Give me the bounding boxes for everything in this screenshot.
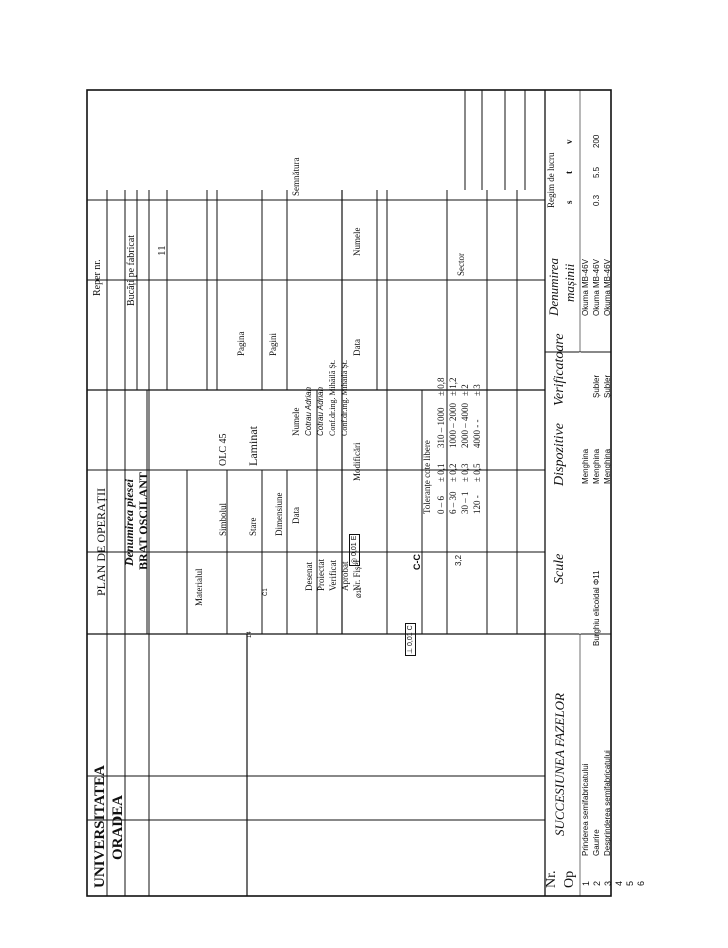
- state-value: Laminat: [246, 426, 260, 466]
- pages-label: Pagini: [268, 332, 278, 356]
- tol-t2-2: ± 1,2: [448, 377, 458, 396]
- op-1-nr: 1: [581, 880, 591, 886]
- tol-r1-1: 0 – 6: [436, 496, 446, 514]
- op-2-machine: Okuma MB-46V: [592, 259, 601, 316]
- op-header-nr: Nr.: [544, 870, 559, 889]
- operation-plan-sheet: UNIVERSITATEA ORADEA PLAN DE OPERAȚII De…: [86, 89, 646, 897]
- dimension-label: Dimensiune: [274, 492, 284, 537]
- tol-r2-4: 4000 - -: [472, 419, 482, 449]
- state-label: Stare: [248, 517, 258, 537]
- op-header-t: t: [564, 171, 574, 174]
- tol-t1-1: ± 0,1: [436, 463, 446, 482]
- op-2-phase: Gaurire: [592, 829, 601, 856]
- op-3-machine: Okuma MB-46V: [603, 259, 612, 316]
- roughness-value: 3,2: [454, 554, 463, 566]
- tol-r1-3: 30 – 1: [460, 491, 470, 515]
- op-header-op: Op: [562, 870, 577, 888]
- op-3-phase: Desprinderea semifabricatului: [603, 750, 612, 856]
- tol-r2-2: 1000 – 2000: [448, 403, 458, 448]
- dim-o11: Ø11: [357, 587, 363, 598]
- op-4-nr: 4: [614, 880, 624, 886]
- mods-label: Modificări: [352, 442, 362, 482]
- op-header-phases: SUCCESIUNEA FAZELOR: [552, 693, 567, 836]
- op-1-machine: Okuma MB-46V: [581, 259, 590, 316]
- material-label: Materialul: [194, 568, 204, 607]
- tol-frame-2: ◎ 0,01 E: [349, 533, 360, 566]
- tol-t1-3: ± 0,3: [460, 463, 470, 482]
- tol-t2-4: ± 3: [472, 384, 482, 396]
- op-header-s: s: [564, 200, 574, 204]
- op-header-verify: Verificatoare: [552, 333, 567, 406]
- rotated-content: UNIVERSITATEA ORADEA PLAN DE OPERAȚII De…: [87, 90, 646, 896]
- sig-name-4: Conf.dr.ing. Mihăilă Șt.: [340, 360, 349, 436]
- sheet-border: [86, 89, 612, 897]
- tol-t2-3: ± 2: [460, 384, 470, 396]
- symbol-label: Simbolul: [218, 502, 228, 536]
- sheet-grid: [86, 89, 612, 897]
- op-header-machine1: Denumirea: [546, 257, 561, 316]
- sig-col-date: Data: [291, 507, 301, 524]
- tol-t1-4: ± 0,5: [472, 463, 482, 482]
- tol-frame-1: ⊥ 0,01 C: [405, 623, 416, 656]
- tol-t1-2: ± 0,2: [448, 463, 458, 482]
- sector-label: Sector: [456, 253, 466, 276]
- tol-r1-4: 120 -: [472, 495, 482, 514]
- university-line2: ORADEA: [110, 794, 126, 860]
- university-line1: UNIVERSITATEA: [92, 765, 108, 888]
- part-name-label: Denumirea piesei: [122, 479, 136, 566]
- tol-t2-1: ± 0,8: [436, 377, 446, 396]
- section-label: C-C: [412, 554, 422, 570]
- symbol-value: OLC 45: [218, 433, 229, 467]
- sig-name-3: Conf.dr.ing. Mihăilă Șt.: [328, 360, 337, 436]
- tol-r1-2: 6 – 30: [448, 491, 458, 515]
- op-1-device: Menghina: [581, 448, 590, 484]
- sig-role-3: Verificat: [328, 560, 338, 591]
- op-1-phase: Prinderea semifabricatului: [581, 763, 590, 857]
- pieces-value: 11: [156, 245, 168, 256]
- op-header-devices: Dispozitive: [552, 423, 567, 486]
- op-3-nr: 3: [603, 880, 613, 886]
- dim-c1: C1: [263, 588, 269, 596]
- plan-title: PLAN DE OPERAȚII: [94, 488, 108, 596]
- sig-name-1: Cotrau Adrian: [304, 386, 313, 436]
- mods-name: Numele: [352, 227, 362, 257]
- op-2-s: 0.3: [592, 194, 601, 206]
- sig-role-2: Proiectat: [316, 559, 326, 591]
- op-3-verify: Șubler: [603, 374, 612, 398]
- pieces-label: Bucăți pe fabricat: [126, 234, 137, 306]
- part-name: BRAT OSCILANT: [136, 472, 150, 570]
- tol-r2-1: 310 – 1000: [436, 407, 446, 449]
- sig-col-signature: Semnătura: [291, 157, 301, 197]
- op-header-v: v: [564, 139, 574, 145]
- op-6-nr: 6: [636, 880, 646, 886]
- op-header-regime: Regim de lucru: [546, 152, 556, 209]
- sig-col-name: Numele: [291, 407, 301, 437]
- page-label: Pagina: [236, 331, 246, 357]
- sig-role-1: Desenat: [304, 562, 314, 591]
- mods-date: Data: [352, 339, 362, 356]
- op-2-tool: Burghiu elicoidal Φ11: [592, 570, 601, 646]
- op-2-nr: 2: [592, 880, 602, 886]
- op-header-tools: Scule: [552, 553, 567, 584]
- dim-14: 14: [247, 631, 253, 638]
- sig-name-2: Cotrau Adrian: [316, 386, 325, 436]
- op-3-device: Menghina: [603, 448, 612, 484]
- op-2-v: 200: [592, 134, 601, 148]
- op-2-t: 5.5: [592, 166, 601, 178]
- op-2-verify: Șubler: [592, 374, 601, 398]
- op-header-machine2: mașinii: [562, 263, 577, 302]
- op-5-nr: 5: [625, 880, 635, 886]
- reper-label: Reper nr.: [92, 259, 103, 296]
- op-2-device: Menghina: [592, 448, 601, 484]
- tol-r2-3: 2000 – 4000: [460, 403, 470, 448]
- tol-title: Toleranțe cote libere: [422, 440, 432, 514]
